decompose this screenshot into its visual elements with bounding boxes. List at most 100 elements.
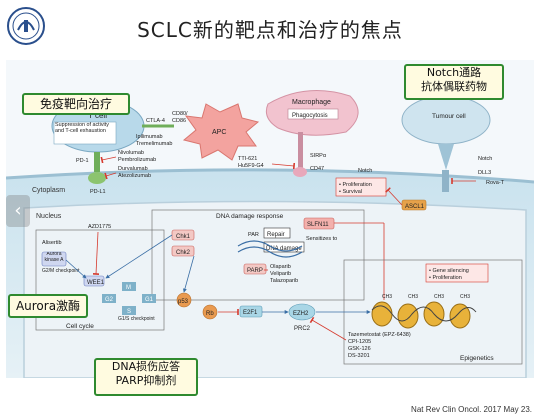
- aurora-kinase-callout: Aurora激酶: [8, 294, 88, 318]
- tti621-label: TTI-621: [238, 156, 257, 162]
- cd47-label: CD47: [310, 166, 324, 172]
- epigenetics-label: Epigenetics: [460, 355, 494, 362]
- wee1-node: [83, 275, 105, 287]
- nucleus-label: Nucleus: [36, 213, 62, 220]
- apc-label: APC: [212, 129, 226, 136]
- p53-label: p53: [178, 299, 189, 305]
- proliferation-survival-box: [335, 177, 387, 197]
- dna-strand-1: [237, 240, 303, 252]
- repair-label: Repair: [267, 232, 285, 238]
- azd1775-label: AZD1775: [88, 224, 111, 230]
- alisertib-label: Alisertib: [42, 240, 62, 246]
- dll3-label: DLL3: [478, 170, 491, 176]
- ezh2-label: EZH2: [293, 311, 309, 317]
- prev-slide-icon[interactable]: ‹: [6, 195, 30, 227]
- nucleosome: [449, 303, 471, 329]
- slide-title: SCLC新的靶点和治疗的焦点: [137, 18, 403, 42]
- survival-label: • Survival: [339, 189, 362, 195]
- sirpa-label: SIRPα: [310, 153, 327, 159]
- ch3-label-1: CH3: [382, 294, 392, 300]
- dna-damage-response-box: [151, 209, 365, 301]
- notch-label: Notch: [478, 156, 492, 162]
- chk2-node: [171, 245, 195, 257]
- cd86-label: CD86: [172, 118, 186, 124]
- olaparib-label: Olaparib: [270, 264, 291, 270]
- g1s-label: G1/S checkpoint: [118, 316, 155, 322]
- rova-t-label: Rova-T: [486, 180, 505, 186]
- e2f1-node: [239, 305, 263, 318]
- chk2-label: Chk2: [176, 250, 191, 256]
- t-cell-note: Suppression of activity and T-cell exhau…: [55, 122, 109, 135]
- tazemetostat-label: Tazemetostat (EPZ-6438): [348, 332, 411, 338]
- parp-label: PARP: [247, 268, 263, 274]
- pd1-receptor: [94, 152, 100, 172]
- tremelimumab-label: Tremelimumab: [136, 141, 172, 147]
- par-label: PAR: [248, 232, 259, 238]
- t-cell-note-box: [53, 121, 117, 145]
- cytoplasm-label: Cytoplasm: [32, 187, 65, 194]
- dna-damage-response-label: DNA damage response: [216, 213, 284, 220]
- ipilimumab-label: Ipilimumab: [136, 134, 163, 140]
- sclc-pathway-diagram: Cytoplasm Nucleus T cell Suppression of …: [5, 60, 535, 379]
- apc-cell: APC: [182, 103, 260, 161]
- gene-silencing-label: • Gene silencing: [429, 268, 469, 274]
- dna-damage-label: DNA damage: [266, 246, 302, 252]
- wee1-label: WEE1: [87, 280, 105, 286]
- pdl1-ligand: [88, 172, 106, 184]
- nucleosome: [397, 303, 419, 329]
- atezolizumab-label: Atezolizumab: [118, 173, 151, 179]
- ctla4-label: CTLA-4: [146, 118, 165, 124]
- phagocytosis-label: Phagocytosis: [292, 113, 328, 119]
- cell-cycle-phases: G2 M G1 S: [102, 282, 156, 315]
- hospital-logo-icon: [7, 7, 45, 45]
- phase-m: [122, 282, 136, 291]
- immune-therapy-callout: 免疫靶向治疗: [22, 93, 130, 115]
- pdl1-label: PD-L1: [90, 189, 106, 195]
- nivolumab-label: Nivolumab: [118, 150, 144, 156]
- dna-damage-box: [263, 241, 305, 253]
- dna-strand-2: [237, 246, 303, 258]
- citation-text: Nat Rev Clin Oncol. 2017 May 23.: [411, 405, 532, 414]
- proliferation-label: • Proliferation: [339, 182, 372, 188]
- slfn11-label: SLFN11: [307, 222, 329, 228]
- ch3-label-3: CH3: [434, 294, 444, 300]
- tumour-cell-label: Tumour cell: [432, 113, 466, 120]
- sensitizes-label: Sensitizes to: [306, 236, 337, 242]
- repair-box: [263, 227, 291, 239]
- aurora-kinase-text: Aurora激酶: [15, 299, 81, 313]
- pd1-label: PD-1: [76, 158, 89, 164]
- aurora-kinase-label: Aurora kinase A: [44, 252, 64, 263]
- prc2-label: PRC2: [294, 326, 311, 332]
- gene-silencing-box: [425, 263, 489, 283]
- talazoparib-label: Talazoparib: [270, 278, 298, 284]
- macrophage-cell: Macrophage Phagocytosis: [265, 90, 359, 177]
- e2f1-label: E2F1: [243, 310, 258, 316]
- cell-membrane: [5, 168, 535, 184]
- nucleosomes: [371, 301, 477, 329]
- notch-pathway-callout: Notch通路 抗体偶联药物: [404, 64, 504, 100]
- aurora-kinase-node: [41, 251, 67, 267]
- g2m-label: G2/M checkpoint: [42, 268, 80, 274]
- durvalumab-label: Durvalumab: [118, 166, 148, 172]
- svg-text:G1: G1: [145, 297, 154, 303]
- immune-therapy-text: 免疫靶向治疗: [39, 97, 112, 111]
- svg-text:G2: G2: [105, 297, 114, 303]
- ezh2-node: [288, 303, 316, 321]
- tumour-cell: Tumour cell: [401, 95, 491, 170]
- pembrolizumab-label: Pembrolizumab: [118, 157, 156, 163]
- phase-g2: [102, 294, 116, 303]
- svg-text:M: M: [126, 285, 131, 291]
- ds3201-label: DS-3201: [348, 353, 370, 359]
- rb-node: [202, 304, 218, 320]
- cell-cycle-box: [35, 229, 165, 331]
- dna-damage-line1: DNA损伤应答: [111, 360, 181, 373]
- notch-pathway-line1: Notch通路: [426, 66, 482, 79]
- macrophage-label: Macrophage: [292, 99, 331, 106]
- rb-label: Rb: [206, 311, 214, 317]
- parp-node: [243, 263, 267, 275]
- pathway-figure: Cytoplasm Nucleus T cell Suppression of …: [5, 60, 535, 379]
- proliferation-2-label: • Proliferation: [429, 275, 462, 281]
- hu5f9-label: Hu5F9-G4: [238, 163, 264, 169]
- ch3-label-4: CH3: [460, 294, 470, 300]
- gsk126-label: GSK-126: [348, 346, 371, 352]
